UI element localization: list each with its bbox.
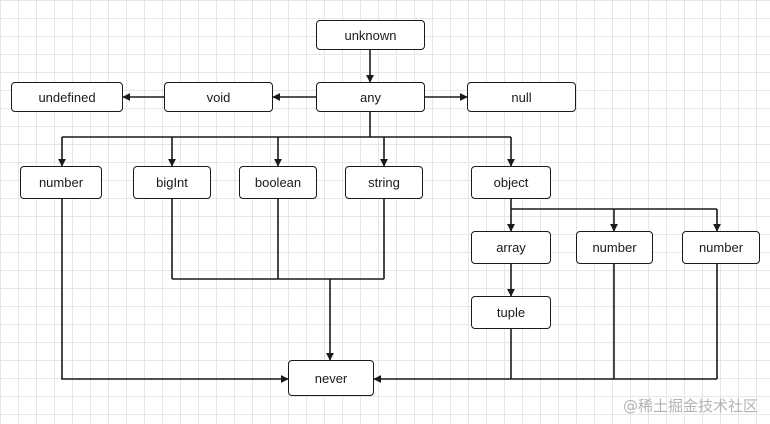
node-number: number <box>20 166 102 199</box>
node-boolean: boolean <box>239 166 317 199</box>
node-void: void <box>164 82 273 112</box>
edge-number-never <box>61 199 289 383</box>
node-object: object <box>471 166 551 199</box>
node-number-3: number <box>682 231 760 264</box>
node-tuple: tuple <box>471 296 551 329</box>
node-bigint: bigInt <box>133 166 211 199</box>
watermark: @稀土掘金技术社区 <box>622 397 758 415</box>
node-array: array <box>471 231 551 264</box>
node-unknown: unknown <box>316 20 425 50</box>
node-undefined: undefined <box>11 82 123 112</box>
node-number-2: number <box>576 231 653 264</box>
node-null: null <box>467 82 576 112</box>
node-never: never <box>288 360 374 396</box>
node-string: string <box>345 166 423 199</box>
node-any: any <box>316 82 425 112</box>
